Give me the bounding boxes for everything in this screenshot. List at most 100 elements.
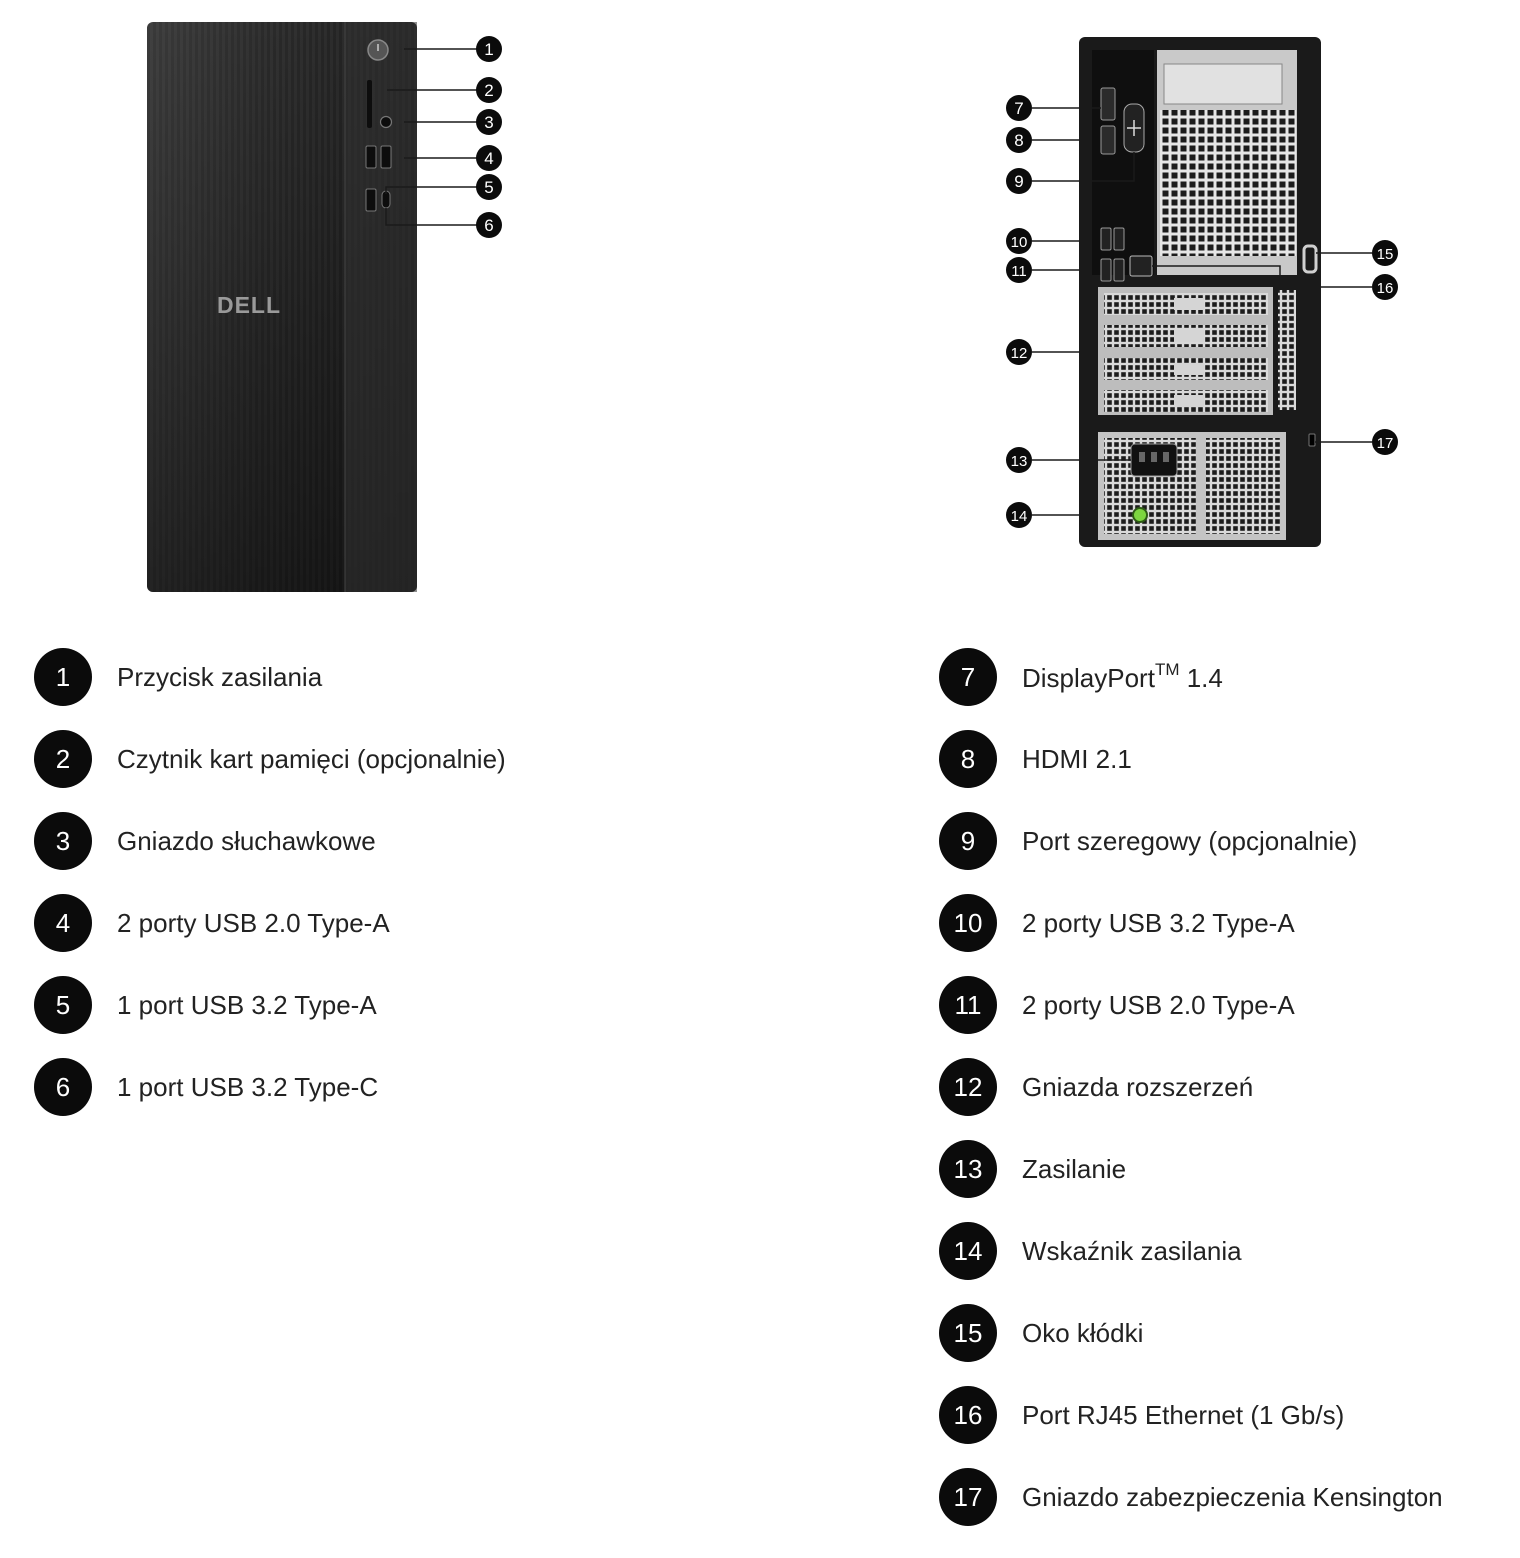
callout-number: 11	[1011, 263, 1027, 280]
legend-number-badge: 3	[34, 812, 92, 870]
callout-number: 13	[1011, 453, 1028, 470]
callout-number: 4	[484, 149, 493, 168]
legend-number-badge: 10	[939, 894, 997, 952]
legend-item: 14 Wskaźnik zasilania	[939, 1222, 1443, 1280]
callout-number: 7	[1014, 99, 1023, 118]
front-leaders	[385, 48, 477, 226]
headset-jack-icon	[379, 115, 393, 129]
legend-label: 2 porty USB 2.0 Type-A	[1022, 990, 1295, 1021]
computer-diagram: DELL	[147, 22, 1398, 592]
callout-number: 5	[484, 178, 493, 197]
front-view: DELL	[147, 22, 417, 592]
legend-number-badge: 13	[939, 1140, 997, 1198]
usb-a-port-icon	[380, 145, 392, 169]
callout-17: 17	[1372, 429, 1398, 455]
callout-3: 3	[476, 109, 502, 135]
callout-1: 1	[476, 36, 502, 62]
callout-9: 9	[1006, 168, 1032, 194]
legend-label: Gniazdo słuchawkowe	[117, 826, 376, 857]
displayport-icon	[1100, 87, 1116, 121]
legend-item: 15 Oko kłódki	[939, 1304, 1443, 1362]
dell-logo: DELL	[217, 292, 281, 318]
back-view	[1079, 37, 1321, 547]
legend-label: Oko kłódki	[1022, 1318, 1143, 1349]
callout-number: 2	[484, 81, 493, 100]
legend-label: Zasilanie	[1022, 1154, 1126, 1185]
callout-number: 17	[1377, 435, 1394, 452]
legend-number-badge: 12	[939, 1058, 997, 1116]
callout-number: 9	[1014, 172, 1023, 191]
legend-number-badge: 11	[939, 976, 997, 1034]
usb-a-port-icon	[1100, 227, 1112, 251]
callout-number: 3	[484, 113, 493, 132]
callout-6: 6	[476, 212, 502, 238]
legend-item: 1 Przycisk zasilania	[34, 648, 506, 706]
legend-item: 11 2 porty USB 2.0 Type-A	[939, 976, 1443, 1034]
callout-7: 7	[1006, 95, 1032, 121]
legend-label-text: Zasilanie	[1022, 1153, 1127, 1184]
hdmi-port-icon	[1100, 125, 1116, 155]
legend-number-badge: 16	[939, 1386, 997, 1444]
back-leaders	[1032, 107, 1372, 516]
usb-a-port-icon	[1113, 227, 1125, 251]
kensington-slot-icon	[1308, 433, 1316, 447]
usb-a-port-icon	[365, 188, 377, 212]
legend-label-text: 2 porty USB 2.0 Type-A	[117, 907, 390, 938]
legend-item: 16 Port RJ45 Ethernet (1 Gb/s)	[939, 1386, 1443, 1444]
callout-4: 4	[476, 145, 502, 171]
callout-2: 2	[476, 77, 502, 103]
usb-a-port-icon	[1113, 258, 1125, 282]
legend-label-text: 1 port USB 3.2 Type-C	[117, 1071, 379, 1102]
legend-label: DisplayPortTM 1.4	[1022, 660, 1223, 694]
legend-item: 8 HDMI 2.1	[939, 730, 1443, 788]
usb-a-port-icon	[1100, 258, 1112, 282]
legend-label-text: Przycisk zasilania	[117, 661, 323, 692]
rear-fan-grille	[1160, 110, 1296, 256]
legend-label: 1 port USB 3.2 Type-A	[117, 990, 377, 1021]
legend-label-suffix: 1.4	[1179, 663, 1223, 693]
callout-number: 8	[1014, 131, 1023, 150]
legend-number-badge: 15	[939, 1304, 997, 1362]
legend-number-badge: 14	[939, 1222, 997, 1280]
callout-number: 15	[1377, 246, 1394, 263]
legend-label: Gniazda rozszerzeń	[1022, 1072, 1253, 1103]
legend-label: 2 porty USB 3.2 Type-A	[1022, 908, 1295, 939]
padlock-loop-icon	[1302, 244, 1318, 274]
legend-label-text: DisplayPort	[1022, 663, 1155, 693]
power-led-icon	[1132, 507, 1148, 523]
usb-a-port-icon	[365, 145, 377, 169]
legend-label-text: 2 porty USB 2.0 Type-A	[1022, 989, 1295, 1020]
legend-label: HDMI 2.1	[1022, 744, 1132, 775]
legend-number-badge: 2	[34, 730, 92, 788]
callout-13: 13	[1006, 447, 1032, 473]
legend-number-badge: 8	[939, 730, 997, 788]
legend-number-badge: 17	[939, 1468, 997, 1526]
legend-label: Przycisk zasilania	[117, 662, 322, 693]
legend-item: 3 Gniazdo słuchawkowe	[34, 812, 506, 870]
legend-label: 2 porty USB 2.0 Type-A	[117, 908, 390, 939]
trademark-superscript: TM	[1154, 660, 1180, 679]
callout-number: 12	[1011, 345, 1028, 362]
legend-item: 10 2 porty USB 3.2 Type-A	[939, 894, 1443, 952]
callout-15: 15	[1372, 240, 1398, 266]
legend-label-text: Port szeregowy (opcjonalnie)	[1022, 825, 1358, 856]
legend-label: Port RJ45 Ethernet (1 Gb/s)	[1022, 1400, 1344, 1431]
legend-label-text: 2 porty USB 3.2 Type-A	[1022, 907, 1295, 938]
legend-label-text: 1 port USB 3.2 Type-A	[117, 989, 377, 1020]
legend-item: 13 Zasilanie	[939, 1140, 1443, 1198]
callout-10: 10	[1006, 228, 1032, 254]
callout-11: 11	[1006, 257, 1032, 283]
legend-label-text: Wskaźnik zasilania	[1022, 1235, 1242, 1266]
legend-label-text: Oko kłódki	[1022, 1317, 1144, 1348]
legend-item: 12 Gniazda rozszerzeń	[939, 1058, 1443, 1116]
legend-label-text: Gniazdo zabezpieczenia Kensington	[1022, 1481, 1443, 1512]
callout-5: 5	[476, 174, 502, 200]
legend-number-badge: 1	[34, 648, 92, 706]
